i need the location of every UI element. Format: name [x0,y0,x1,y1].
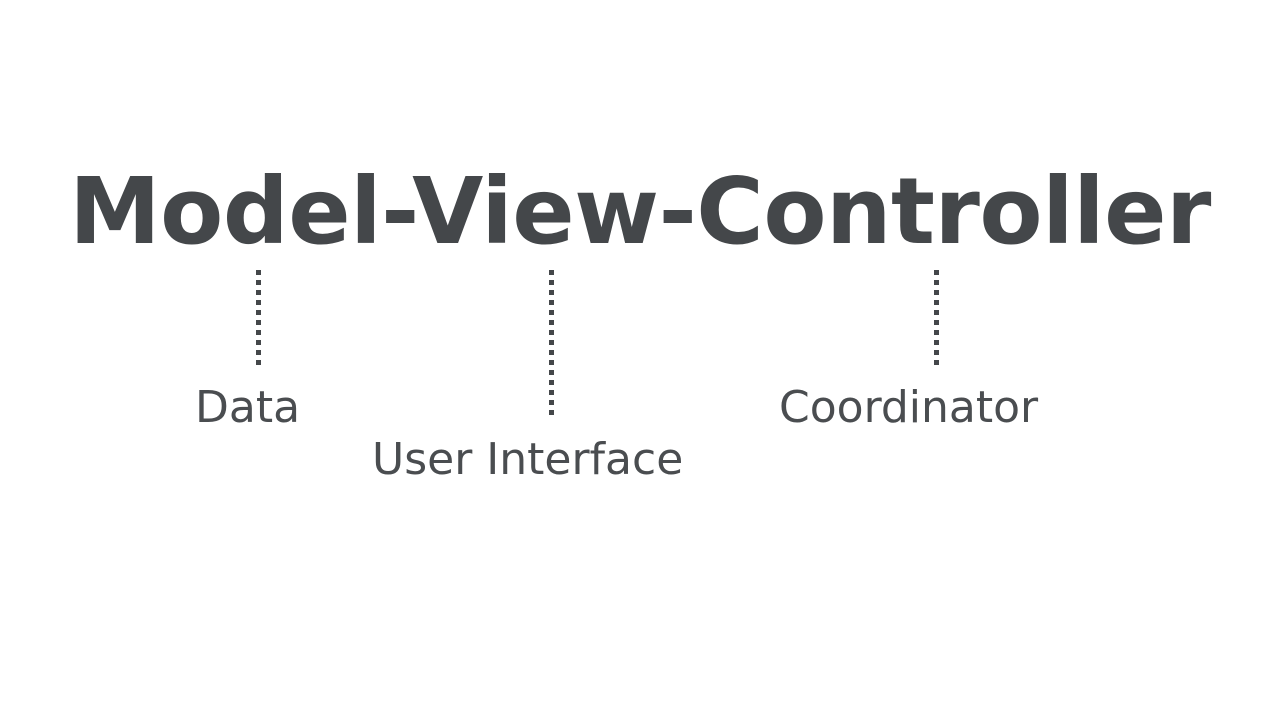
dotted-connector-controller [934,270,939,367]
page-title: Model-View-Controller [69,158,1211,265]
label-controller-coordinator: Coordinator [779,382,1039,433]
label-model-data: Data [195,382,301,433]
dotted-connector-model [256,270,261,367]
dotted-connector-view [549,270,554,417]
label-view-user-interface: User Interface [372,434,684,485]
